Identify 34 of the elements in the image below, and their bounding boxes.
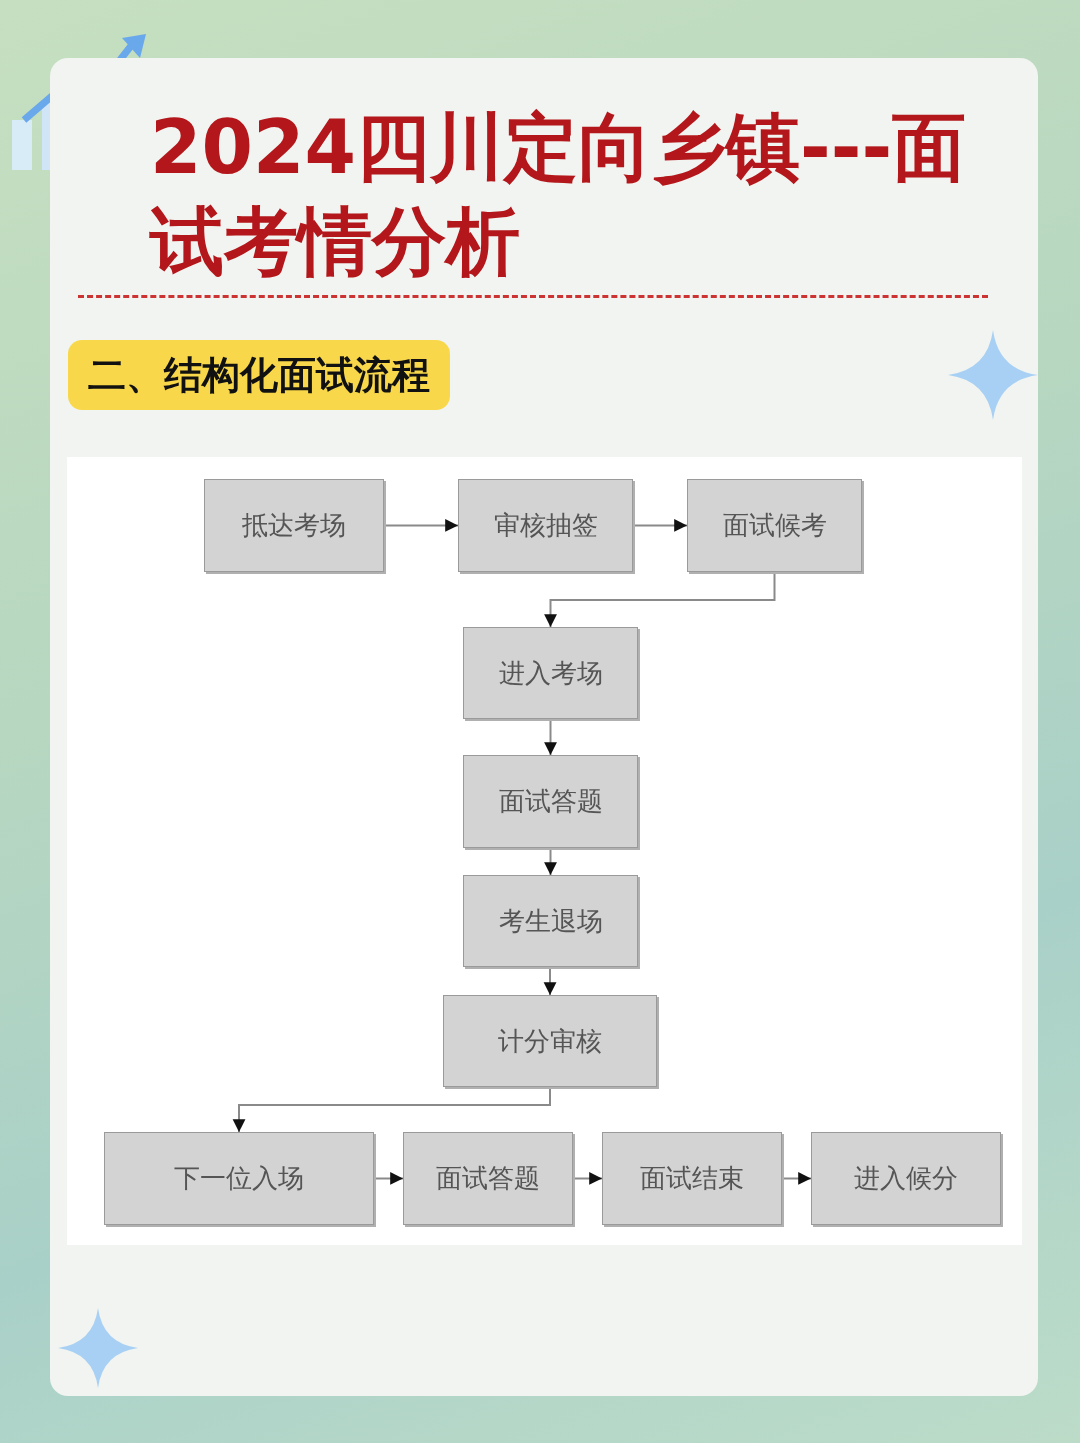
process-box bbox=[458, 479, 633, 572]
step-label: 下一位入场 bbox=[174, 1162, 304, 1195]
process-box bbox=[811, 1132, 1001, 1225]
section-tag: 二、结构化面试流程 bbox=[68, 340, 450, 410]
step-label: 面试候考 bbox=[722, 509, 827, 542]
step-label: 进入候分 bbox=[854, 1162, 958, 1195]
arrow bbox=[632, 519, 688, 532]
process-box bbox=[204, 479, 384, 572]
process-box bbox=[463, 875, 638, 967]
step-label: 面试结束 bbox=[640, 1162, 744, 1195]
process-box bbox=[602, 1132, 782, 1225]
step-label: 计分审核 bbox=[498, 1024, 602, 1058]
step-label: 抵达考场 bbox=[242, 509, 346, 542]
process-box bbox=[463, 755, 638, 848]
title: 2024四川定向乡镇---面试考情分析 bbox=[150, 103, 968, 286]
arrow bbox=[781, 1172, 812, 1185]
step-label: 审核抽签 bbox=[493, 509, 598, 542]
arrow bbox=[544, 718, 557, 756]
process-box bbox=[104, 1132, 374, 1225]
arrow bbox=[572, 1172, 603, 1185]
step-label: 考生退场 bbox=[498, 904, 603, 938]
arrow bbox=[373, 1172, 404, 1185]
process-box bbox=[687, 479, 862, 572]
arrow bbox=[383, 519, 459, 532]
process-box bbox=[403, 1132, 573, 1225]
process-box bbox=[463, 627, 638, 719]
process-box bbox=[443, 995, 657, 1087]
arrow bbox=[543, 966, 557, 996]
step-label: 面试答题 bbox=[498, 785, 603, 818]
arrow bbox=[544, 571, 776, 628]
arrow bbox=[232, 1086, 551, 1133]
arrow bbox=[544, 847, 557, 876]
step-label: 进入考场 bbox=[498, 656, 603, 690]
step-label: 面试答题 bbox=[436, 1162, 540, 1195]
